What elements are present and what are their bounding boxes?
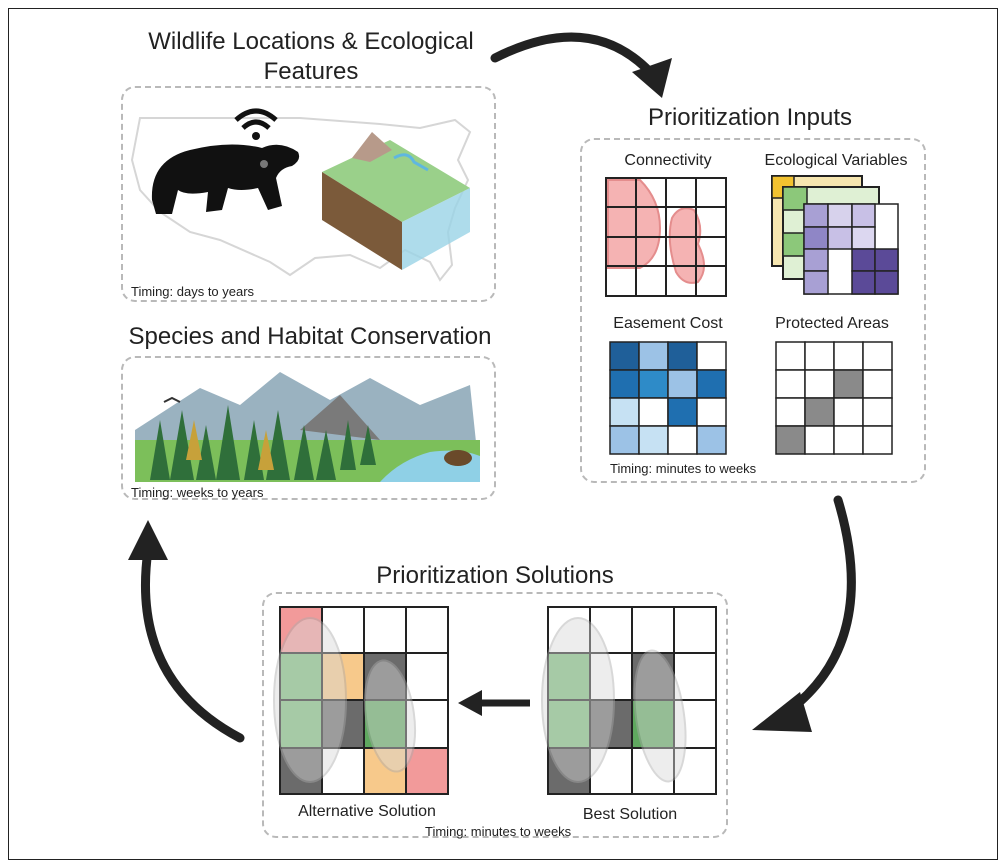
best-solution-label: Best Solution [582, 806, 678, 823]
easement-cost-grid [609, 341, 727, 455]
connectivity-grid [605, 177, 727, 297]
ecological-variables-grids [771, 175, 899, 295]
wildlife-title: Wildlife Locations & Ecological Features [148, 28, 474, 85]
arrow-best-to-alt-icon [458, 690, 530, 716]
ecological-variables-label: Ecological Variables [764, 152, 908, 169]
protected-areas-grid [775, 341, 893, 455]
conservation-title: Species and Habitat Conservation [128, 323, 492, 350]
landscape-icon [135, 372, 480, 482]
arrow-left-icon [128, 520, 245, 743]
inputs-timing: Timing: minutes to weeks [610, 461, 757, 476]
best-solution-grid [541, 606, 717, 795]
easement-cost-label: Easement Cost [613, 315, 723, 332]
alternative-solution-label: Alternative Solution [298, 803, 436, 820]
wifi-icon [234, 108, 278, 140]
inputs-title: Prioritization Inputs [647, 104, 853, 131]
solutions-title: Prioritization Solutions [376, 562, 614, 589]
figure-frame [8, 8, 998, 860]
solutions-box [262, 592, 728, 838]
wolverine-icon [151, 144, 300, 214]
alternative-solution-grid [273, 606, 449, 795]
conservation-box [121, 356, 496, 500]
inputs-box [580, 138, 926, 483]
solutions-timing: Timing: minutes to weeks [425, 824, 572, 839]
conservation-timing: Timing: weeks to years [131, 485, 264, 500]
arrow-top-icon [490, 32, 672, 98]
connectivity-label: Connectivity [624, 152, 712, 169]
usa-map-icon [130, 117, 472, 282]
protected-areas-label: Protected Areas [775, 315, 889, 332]
wildlife-box [121, 86, 496, 302]
terrain-block-icon [322, 132, 470, 270]
arrow-right-icon [752, 495, 856, 732]
wildlife-timing: Timing: days to years [131, 284, 255, 299]
